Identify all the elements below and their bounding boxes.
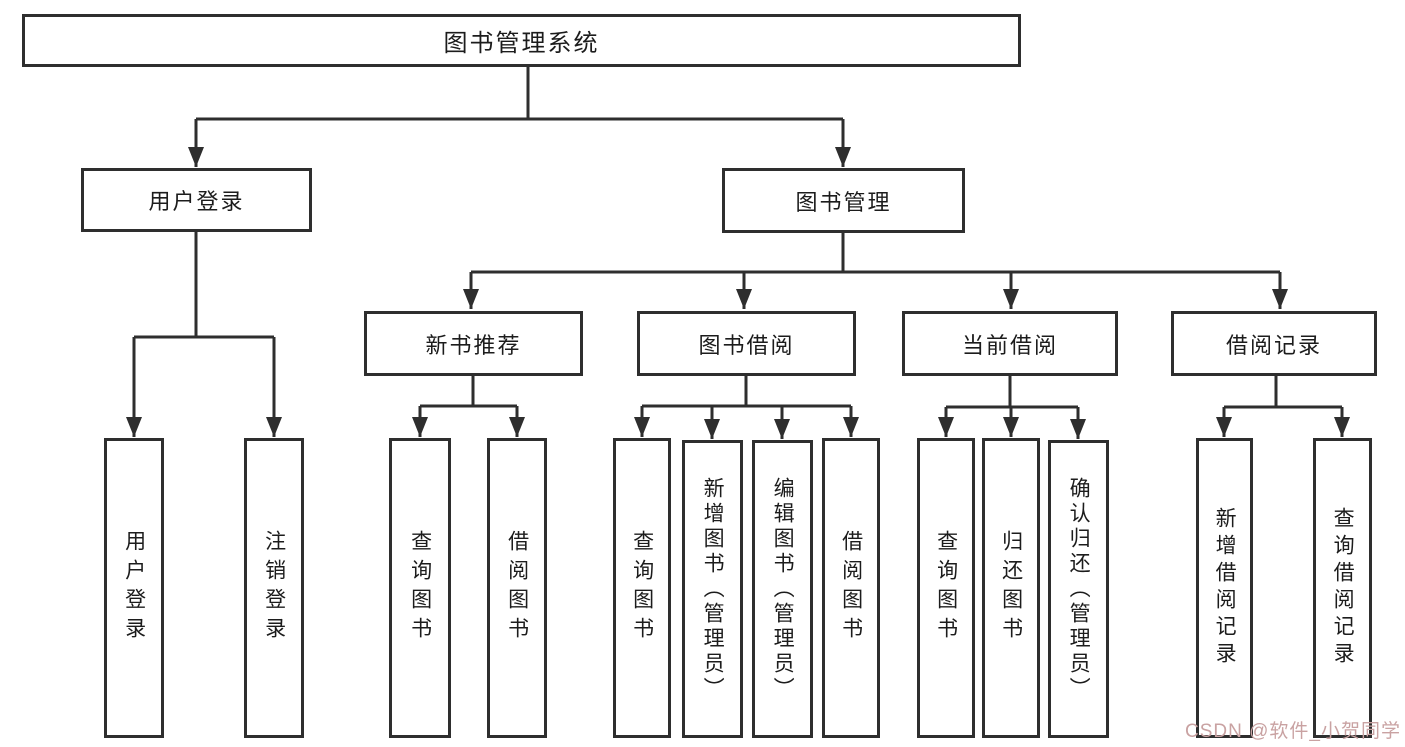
node-label: 归还图书: [999, 530, 1023, 646]
node-edit-books-admin: 编辑图书（管理员）: [752, 440, 813, 738]
node-new-book-recommend: 新书推荐: [364, 311, 583, 376]
node-label: 新增借阅记录: [1213, 507, 1237, 669]
node-query-borrow-record: 查询借阅记录: [1313, 438, 1372, 738]
node-add-books-admin: 新增图书（管理员）: [682, 440, 743, 738]
node-label: 确认归还（管理员）: [1067, 476, 1091, 702]
node-book-borrowing: 图书借阅: [637, 311, 856, 376]
node-add-borrow-record: 新增借阅记录: [1196, 438, 1253, 738]
node-label: 借阅图书: [505, 530, 529, 646]
node-query-books-current: 查询图书: [917, 438, 975, 738]
csdn-watermark: CSDN @软件_小贺同学: [1185, 721, 1401, 742]
node-label: 新书推荐: [425, 332, 522, 358]
node-confirm-return-admin: 确认归还（管理员）: [1048, 440, 1109, 738]
node-label: 图书管理系统: [443, 30, 600, 57]
node-label: 查询图书: [408, 530, 432, 646]
node-return-books: 归还图书: [982, 438, 1040, 738]
node-query-books-recommend: 查询图书: [389, 438, 451, 738]
node-label: 当前借阅: [961, 332, 1058, 358]
node-label: 图书管理: [795, 189, 892, 215]
node-label: 查询借阅记录: [1331, 507, 1355, 669]
node-label: 查询图书: [934, 530, 958, 646]
node-label: 借阅记录: [1225, 332, 1322, 358]
node-label: 图书借阅: [698, 332, 795, 358]
node-book-management: 图书管理: [722, 168, 965, 233]
node-label: 编辑图书（管理员）: [771, 476, 795, 702]
node-query-books-borrowing: 查询图书: [613, 438, 671, 738]
node-label: 注销登录: [262, 530, 286, 646]
node-label: 用户登录: [148, 189, 245, 214]
node-current-borrowing: 当前借阅: [902, 311, 1118, 376]
node-label: 用户登录: [122, 530, 146, 646]
node-borrow-books: 借阅图书: [822, 438, 880, 738]
node-label: 新增图书（管理员）: [701, 476, 725, 702]
node-borrow-records: 借阅记录: [1171, 311, 1377, 376]
node-user-login: 用户登录: [81, 168, 312, 232]
node-label: 查询图书: [630, 530, 654, 646]
node-logout: 注销登录: [244, 438, 304, 738]
node-login: 用户登录: [104, 438, 164, 738]
node-borrow-books-recommend: 借阅图书: [487, 438, 547, 738]
node-label: 借阅图书: [839, 530, 863, 646]
node-library-system: 图书管理系统: [22, 14, 1021, 67]
